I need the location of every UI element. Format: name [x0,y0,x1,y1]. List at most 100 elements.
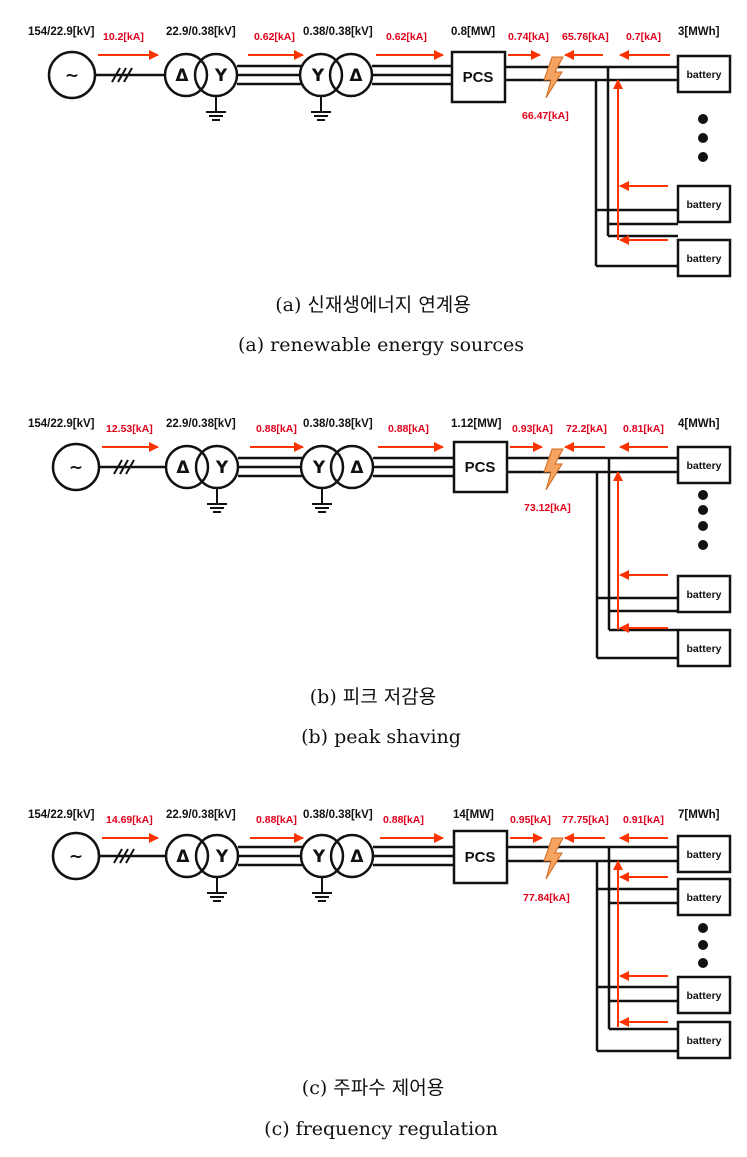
diagram-c: 154/22.9[kV] 14.69[kA] 22.9/0.38[kV] 0.8… [28,809,732,1140]
dc-bus [505,65,678,268]
battery-box [676,445,732,485]
battery-rating-label: 3[MWh] [678,26,720,38]
pcs-current-label: 0.74[kA] [508,31,549,43]
diagram-b: 154/22.9[kV] 12.53[kA] 22.9/0.38[kV] 0.8… [28,418,732,748]
battery-box [676,54,732,94]
caption-english: (a) renewable energy sources [238,334,524,356]
ground-icon [206,96,226,121]
fault-current-label: 66.47[kA] [522,110,569,122]
delta-symbol: Δ [175,66,189,86]
tr1-voltage-label: 22.9/0.38[kV] [166,809,236,821]
source-symbol: ~ [69,458,83,478]
battery-current-label: 0.81[kA] [623,423,664,435]
ground-icon [207,877,227,902]
dc-bus [507,845,678,1053]
source-voltage-label: 154/22.9[kV] [28,418,95,430]
pcs-rating-label: 1.12[MW] [451,418,502,430]
lightning-bolt-icon [543,837,564,880]
battery-label: battery [686,253,721,265]
battery-label: battery [686,589,721,601]
battery-label: battery [686,69,721,81]
ground-icon [312,488,332,513]
three-phase-marker-icon [113,459,135,475]
bus-lines [238,456,304,478]
battery-box [676,975,732,1015]
pcs-label: PCS [465,459,496,476]
battery-box [676,184,732,224]
wye-symbol: Y [214,66,228,86]
battery-box [676,1020,732,1060]
caption-korean: (a) 신재생에너지 연계용 [275,294,471,316]
diagram-a: 154/22.9[kV] 10.2[kA] 22.9/0.38[kV] 0.62… [28,26,732,356]
wye-symbol: Y [215,847,229,867]
pcs-rating-label: 0.8[MW] [451,26,495,38]
wye-symbol: Y [215,458,229,478]
tr1-voltage-label: 22.9/0.38[kV] [166,418,236,430]
wye-symbol: Y [312,847,326,867]
ellipsis-dots-icon [698,114,708,162]
wye-symbol: Y [311,66,325,86]
three-phase-marker-icon [113,848,135,864]
source-current-label: 10.2[kA] [103,31,144,43]
fault-in-current-label: 65.76[kA] [562,31,609,43]
pcs-box [452,829,509,885]
battery-label: battery [686,849,721,861]
tr2-current-label: 0.88[kA] [388,423,429,435]
battery-current-label: 0.7[kA] [626,31,661,43]
battery-box [676,834,732,874]
battery-box [676,238,732,278]
pcs-rating-label: 14[MW] [453,809,494,821]
battery-box [676,628,732,668]
source-symbol: ~ [69,847,83,867]
pcs-box [452,440,509,494]
battery-label: battery [686,460,721,472]
pcs-label: PCS [463,69,494,86]
caption-korean: (c) 주파수 제어용 [302,1077,444,1099]
delta-symbol: Δ [350,847,364,867]
tr2-current-label: 0.62[kA] [386,31,427,43]
battery-label: battery [686,643,721,655]
lightning-bolt-icon [543,56,564,99]
ellipsis-dots-icon [698,923,708,968]
tr1-voltage-label: 22.9/0.38[kV] [166,26,236,38]
tr1-current-label: 0.62[kA] [254,31,295,43]
fault-in-current-label: 77.75[kA] [562,814,609,826]
bus-lines [373,845,454,867]
source-current-label: 12.53[kA] [106,423,153,435]
caption-english: (c) frequency regulation [264,1118,498,1140]
battery-box [676,574,732,614]
tr2-current-label: 0.88[kA] [383,814,424,826]
battery-rating-label: 7[MWh] [678,809,720,821]
bus-lines [237,64,303,86]
caption-english: (b) peak shaving [301,726,461,748]
delta-symbol: Δ [349,66,363,86]
lightning-bolt-icon [543,448,564,491]
wye-symbol: Y [312,458,326,478]
battery-current-label: 0.91[kA] [623,814,664,826]
battery-label: battery [686,990,721,1002]
tr2-voltage-label: 0.38/0.38[kV] [303,418,373,430]
tr1-current-label: 0.88[kA] [256,423,297,435]
battery-rating-label: 4[MWh] [678,418,720,430]
pcs-box [450,50,507,104]
ground-icon [312,877,332,902]
bus-lines [373,456,454,478]
dc-bus [507,456,678,660]
bus-lines [372,64,452,86]
delta-symbol: Δ [176,847,190,867]
delta-symbol: Δ [350,458,364,478]
pcs-label: PCS [465,849,496,866]
battery-label: battery [686,199,721,211]
pcs-current-label: 0.95[kA] [510,814,551,826]
source-symbol: ~ [65,66,79,86]
tr2-voltage-label: 0.38/0.38[kV] [303,809,373,821]
source-current-label: 14.69[kA] [106,814,153,826]
tr2-voltage-label: 0.38/0.38[kV] [303,26,373,38]
ground-icon [311,96,331,121]
ellipsis-dots-icon [698,490,708,550]
three-phase-marker-icon [111,67,133,83]
battery-label: battery [686,892,721,904]
ground-icon [207,488,227,513]
delta-symbol: Δ [176,458,190,478]
source-voltage-label: 154/22.9[kV] [28,26,95,38]
